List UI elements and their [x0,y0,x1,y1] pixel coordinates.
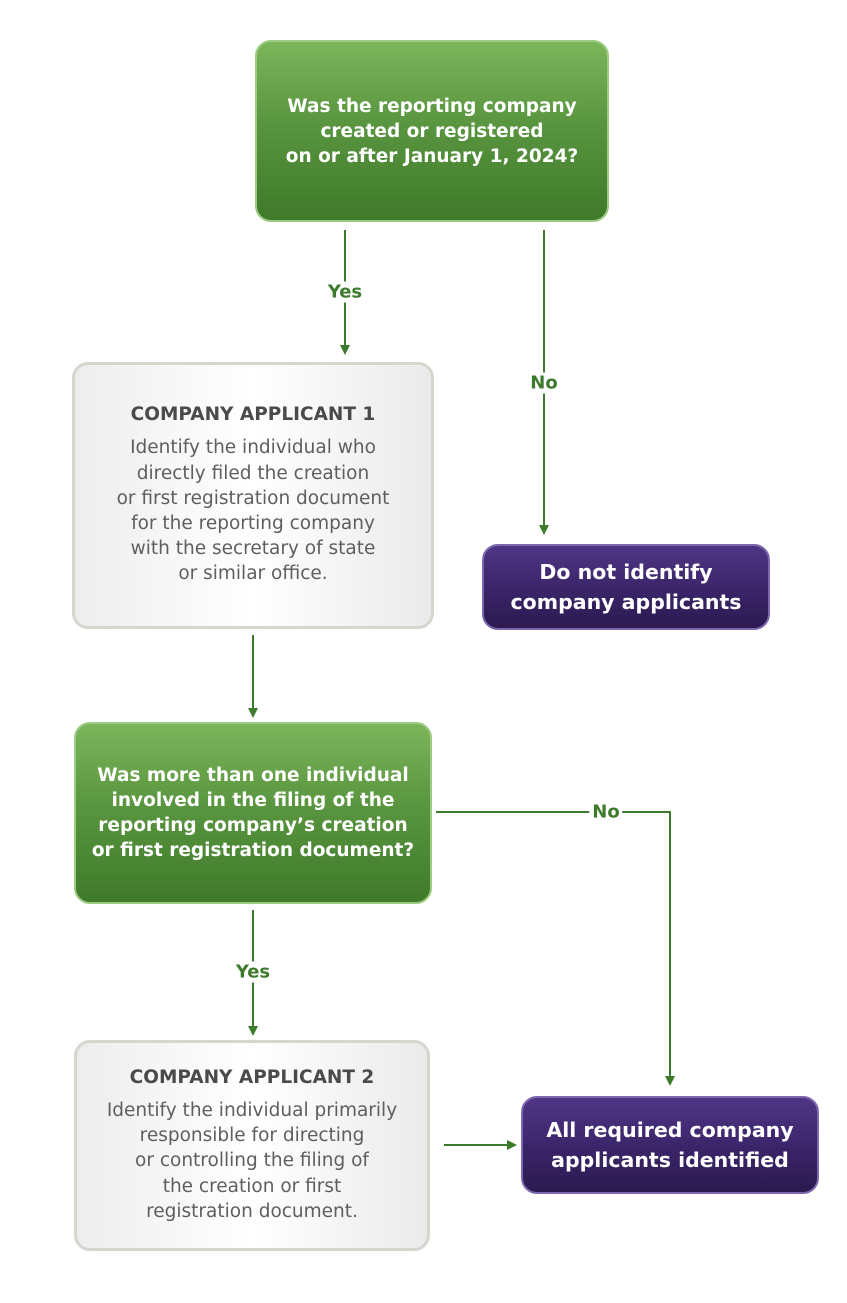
label-q1-yes: Yes [324,281,366,303]
company-applicant-2-text: Identify the individual primarily respon… [106,1099,398,1222]
label-q2-no: No [589,801,623,823]
label-q1-no: No [527,372,561,394]
company-applicant-2-heading: COMPANY APPLICANT 2 [129,1066,375,1088]
question-2-text: Was more than one individual involved in… [91,765,415,861]
question-1-text: Was the reporting company created or reg… [285,95,579,167]
connector-q2-no-to-all-identified [436,811,675,1086]
question-1-box: Was the reporting company created or reg… [255,40,609,236]
company-applicant-1-heading: COMPANY APPLICANT 1 [130,404,376,426]
question-2-box: Was more than one individual involved in… [74,722,432,918]
all-identified-box: All required company applicants identifi… [521,1096,819,1208]
company-applicant-1-box: COMPANY APPLICANT 1 Identify the individ… [72,362,434,642]
do-not-identify-text: Do not identify company applicants [510,560,742,614]
all-identified-text: All required company applicants identifi… [546,1118,794,1172]
do-not-identify-box: Do not identify company applicants [482,544,770,644]
company-applicant-1-text: Identify the individual who directly fil… [116,437,390,585]
label-q2-yes: Yes [232,961,274,983]
company-applicant-2-box: COMPANY APPLICANT 2 Identify the individ… [74,1040,430,1264]
